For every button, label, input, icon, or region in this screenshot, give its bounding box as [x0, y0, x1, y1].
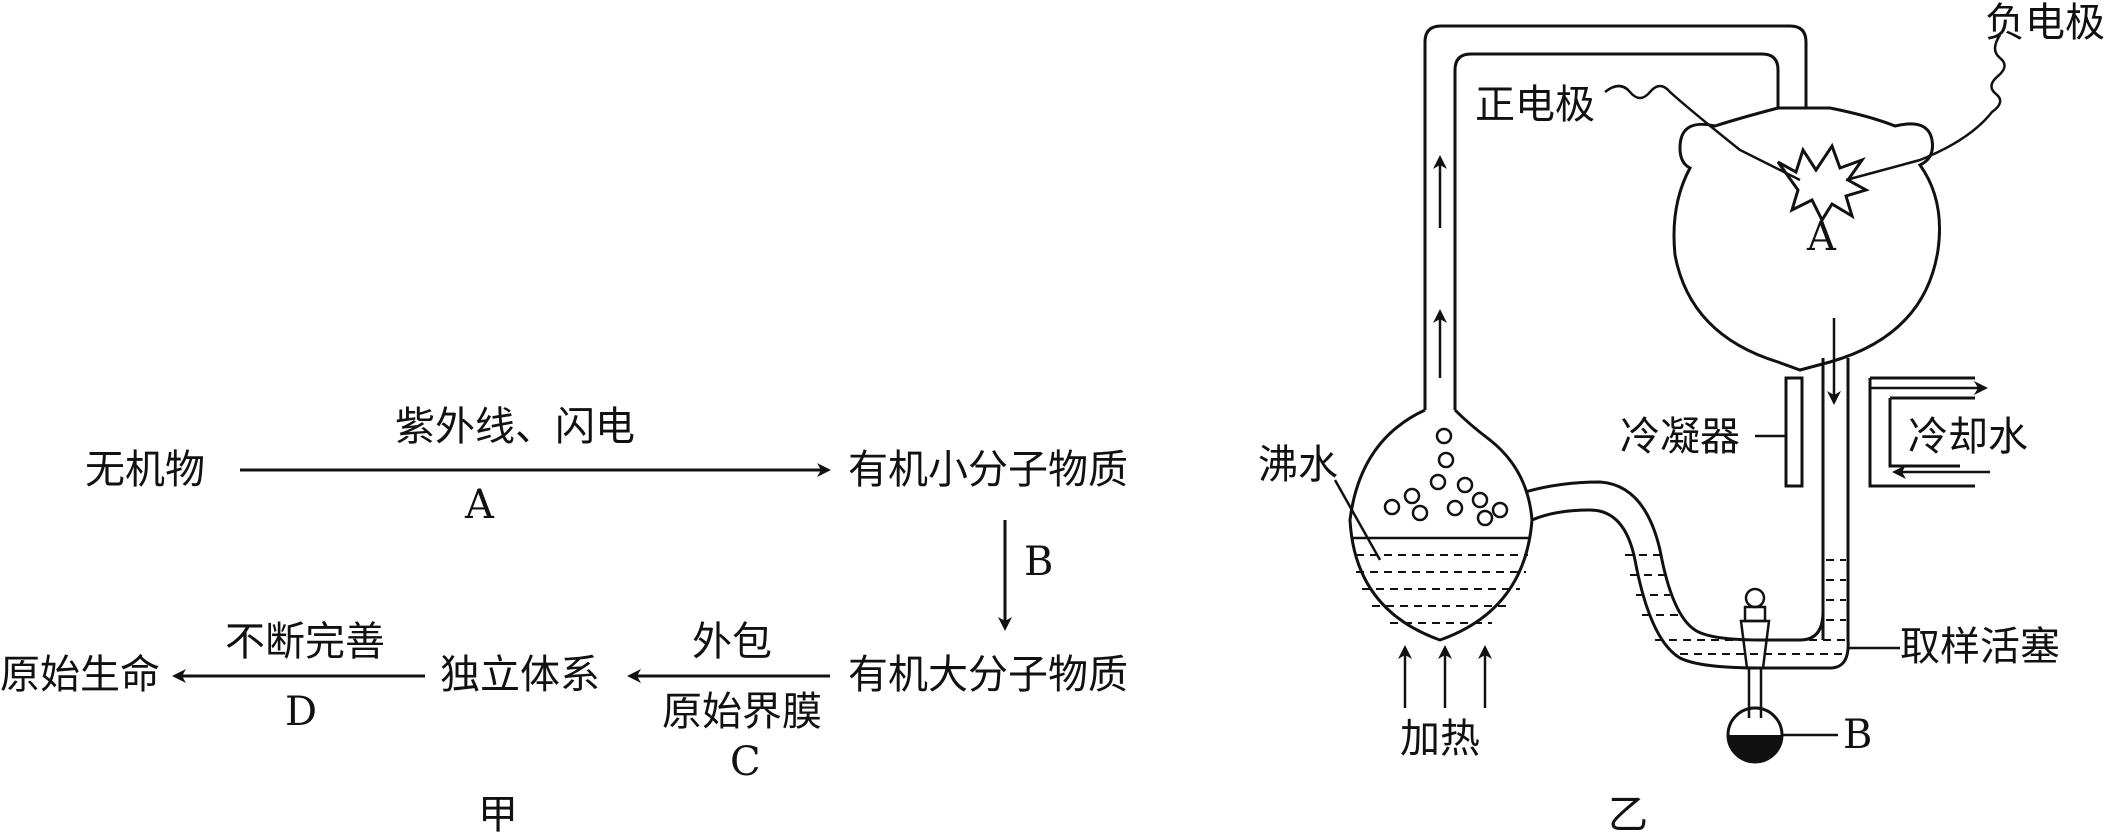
node-inorganic: 无机物 — [85, 447, 205, 493]
label-positive-electrode: 正电极 — [1475, 82, 1595, 128]
node-independent-system: 独立体系 — [440, 652, 600, 698]
upper-tube-outer — [1423, 24, 1808, 410]
label-negative-electrode: 负电极 — [1985, 0, 2105, 46]
label-boiling-water: 沸水 — [1258, 442, 1338, 488]
label-step-b-letter: B — [1024, 539, 1053, 585]
negative-electrode-wire — [1845, 34, 2006, 182]
label-spark-a: A — [1806, 214, 1837, 260]
bubbles — [1383, 427, 1509, 527]
label-step-a-condition: 紫外线、闪电 — [395, 404, 635, 450]
boiling-water-surface — [1352, 536, 1530, 624]
label-sampling-valve: 取样活塞 — [1900, 624, 2060, 670]
upper-tube-inner — [1453, 52, 1780, 410]
condenser-jacket-left — [1784, 376, 1804, 488]
label-step-c-letter: C — [730, 739, 761, 785]
sampling-valve — [1739, 587, 1771, 710]
panel-yi: A 正电极 负电极 冷凝器 冷却水 — [1258, 0, 2105, 838]
label-cooling-water: 冷却水 — [1908, 414, 2028, 460]
boiling-flask — [1348, 408, 1534, 642]
u-tube-liquid — [1625, 554, 1846, 655]
caption-jia: 甲 — [478, 792, 518, 838]
spark-icon — [1776, 142, 1870, 224]
u-tube-outer — [1531, 508, 1850, 670]
label-condenser: 冷凝器 — [1620, 414, 1740, 460]
boiling-water-leader — [1333, 479, 1382, 561]
node-primitive-life: 原始生命 — [0, 652, 160, 698]
label-step-c-top: 外包 — [692, 619, 772, 665]
node-large-organic: 有机大分子物质 — [848, 652, 1128, 698]
u-tube-inner — [1524, 480, 1825, 642]
positive-electrode-wire — [1604, 84, 1801, 182]
spark-chamber — [1672, 106, 1942, 372]
sample-flask-b — [1726, 706, 1784, 764]
label-step-c-bottom: 原始界膜 — [662, 689, 822, 735]
label-step-d-letter: D — [285, 689, 317, 735]
panel-jia: 无机物 紫外线、闪电 A 有机小分子物质 B 有机大分子物质 外包 原始界膜 C… — [0, 404, 1128, 838]
label-heating: 加热 — [1400, 716, 1480, 762]
label-step-d-condition: 不断完善 — [225, 619, 385, 665]
caption-yi: 乙 — [1608, 792, 1648, 838]
label-sample-flask-b: B — [1843, 712, 1872, 758]
node-small-organic: 有机小分子物质 — [848, 447, 1128, 493]
label-step-a-letter: A — [464, 482, 495, 528]
condenser-jacket-right — [1868, 376, 1975, 488]
